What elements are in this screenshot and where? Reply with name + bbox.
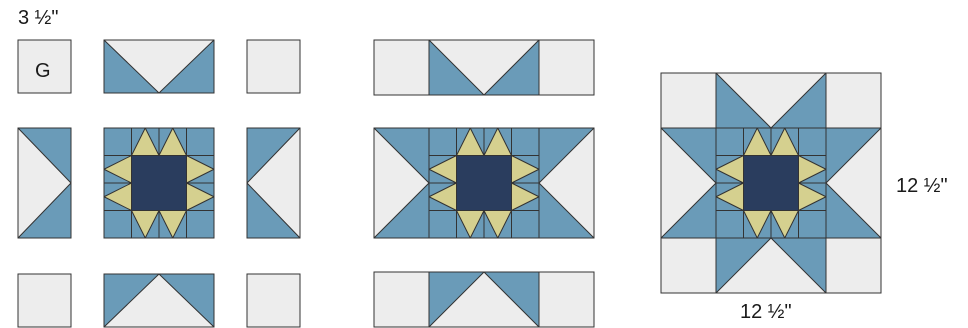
unit-bottom-geese xyxy=(104,274,214,327)
row2-right-geese xyxy=(539,128,594,238)
block-corner-bottom-right xyxy=(826,238,881,293)
block-center-star xyxy=(716,128,826,238)
block-top-geese xyxy=(716,73,826,128)
row1-left-square xyxy=(374,40,429,95)
row1-geese xyxy=(429,40,539,95)
block-height-label: 12 ½" xyxy=(896,176,948,196)
block-left-geese xyxy=(661,128,716,238)
block-right-geese xyxy=(826,128,881,238)
unit-top-geese xyxy=(104,40,214,93)
block-corner-top-right xyxy=(826,73,881,128)
block-corner-top-left xyxy=(661,73,716,128)
row3-geese xyxy=(429,272,539,327)
unit-size-label: 3 ½" xyxy=(18,8,58,28)
stage-separate-units xyxy=(18,40,300,327)
unit-corner-square-top-right xyxy=(247,40,300,93)
stage-finished-block xyxy=(661,73,881,293)
block-corner-bottom-left xyxy=(661,238,716,293)
row3-right-square xyxy=(539,272,594,327)
unit-corner-square-bottom-left xyxy=(18,274,71,327)
unit-letter-g: G xyxy=(35,61,51,81)
block-width-label: 12 ½" xyxy=(740,302,792,322)
row1-right-square xyxy=(539,40,594,95)
row2-center-star xyxy=(429,128,539,238)
unit-corner-square-bottom-right xyxy=(247,274,300,327)
unit-left-geese xyxy=(18,128,71,238)
row2-left-geese xyxy=(374,128,429,238)
unit-right-geese xyxy=(247,128,300,238)
stage-sewn-rows xyxy=(374,40,594,327)
block-bottom-geese xyxy=(716,238,826,293)
unit-center-star xyxy=(104,128,214,238)
row3-left-square xyxy=(374,272,429,327)
